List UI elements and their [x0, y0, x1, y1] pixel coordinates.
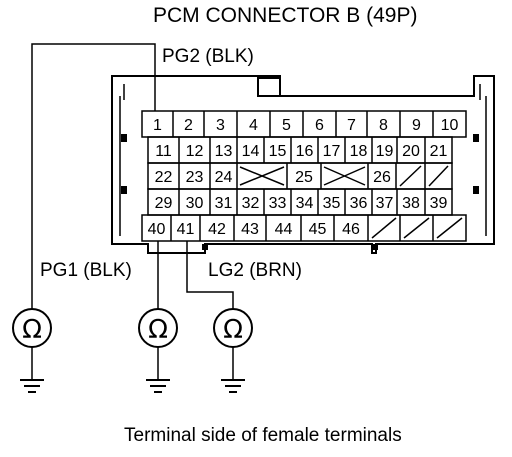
diagram-title: PCM CONNECTOR B (49P) — [153, 4, 418, 27]
terminal-number: 36 — [350, 195, 368, 212]
terminal-row — [141, 214, 467, 242]
key-notch — [202, 244, 208, 250]
blank-terminal-slash — [403, 217, 430, 239]
terminal-number: 20 — [402, 143, 420, 160]
terminal-number: 26 — [373, 169, 391, 186]
wire-pg2 — [31, 43, 156, 310]
terminal-number: 29 — [155, 195, 173, 212]
blank-terminal-slash — [399, 165, 422, 187]
label-lg2: LG2 (BRN) — [208, 260, 302, 281]
terminal-number: 13 — [215, 143, 233, 160]
terminal-number: 42 — [208, 221, 226, 238]
terminal-number: 37 — [376, 195, 394, 212]
terminal-number: 25 — [295, 169, 313, 186]
terminal-number: 24 — [215, 169, 233, 186]
ohmmeter-icon: Ω — [138, 308, 178, 348]
terminal-number: 11 — [155, 143, 172, 160]
wire-lg2 — [186, 241, 234, 310]
ohmmeter-icon: Ω — [213, 308, 253, 348]
terminal-number: 12 — [186, 143, 204, 160]
connector-housing — [111, 75, 495, 254]
label-pg2: PG2 (BLK) — [162, 46, 254, 67]
terminal-number: 21 — [430, 143, 448, 160]
terminal-number: 18 — [350, 143, 368, 160]
terminal-number: 39 — [430, 195, 448, 212]
terminal-number: 16 — [296, 143, 314, 160]
terminal-number: 10 — [441, 117, 459, 134]
diagram-caption: Terminal side of female terminals — [124, 425, 402, 446]
terminal-number: 43 — [241, 221, 259, 238]
key-notch — [372, 244, 378, 250]
ground-icon — [146, 347, 170, 393]
label-pg1: PG1 (BLK) — [40, 260, 132, 281]
terminal-number: 15 — [269, 143, 287, 160]
terminal-number: 38 — [402, 195, 420, 212]
terminal-number: 33 — [269, 195, 287, 212]
terminal-number: 31 — [215, 195, 233, 212]
ohm-symbol: Ω — [148, 315, 168, 345]
terminal-number: 41 — [177, 221, 195, 238]
terminal-number: 22 — [155, 169, 173, 186]
terminal-number: 46 — [342, 221, 360, 238]
key-notch — [121, 186, 127, 194]
ohmmeter-icon: Ω — [12, 308, 52, 348]
terminal-number: 8 — [379, 117, 388, 134]
ohm-symbol: Ω — [223, 315, 243, 345]
terminal-number: 45 — [309, 221, 327, 238]
ground-icon — [20, 347, 44, 393]
blank-terminal-slash — [371, 217, 397, 239]
key-notch — [121, 134, 127, 142]
terminal-number: 2 — [184, 117, 193, 134]
wiring — [31, 43, 234, 310]
housing-outline — [111, 75, 495, 254]
terminal-number: 14 — [242, 143, 260, 160]
terminal-number: 3 — [216, 117, 225, 134]
terminal-number: 30 — [186, 195, 204, 212]
blank-terminal-x — [323, 166, 366, 186]
terminal-number: 40 — [148, 221, 166, 238]
terminal-number: 9 — [412, 117, 421, 134]
terminal-number: 5 — [282, 117, 291, 134]
ohm-symbol: Ω — [22, 315, 42, 345]
terminal-number: 19 — [376, 143, 394, 160]
terminal-number: 35 — [323, 195, 341, 212]
key-notch — [473, 134, 479, 142]
terminal-number: 1 — [153, 117, 162, 134]
blank-terminal-slash — [436, 217, 463, 239]
blank-terminal-slash — [428, 165, 449, 187]
terminal-number: 34 — [296, 195, 314, 212]
terminal-number: 6 — [315, 117, 324, 134]
terminal-number: 32 — [242, 195, 260, 212]
terminal-number: 4 — [249, 117, 258, 134]
ground-icon — [221, 347, 245, 393]
terminal-number: 44 — [275, 221, 293, 238]
latch-tab — [257, 77, 281, 97]
blank-terminal-x — [239, 166, 285, 186]
key-notch — [473, 186, 479, 194]
terminal-number: 7 — [347, 117, 356, 134]
housing-corner — [123, 84, 481, 100]
terminal-number: 23 — [186, 169, 204, 186]
terminal-number: 17 — [323, 143, 341, 160]
housing-inner-edge — [119, 96, 487, 236]
